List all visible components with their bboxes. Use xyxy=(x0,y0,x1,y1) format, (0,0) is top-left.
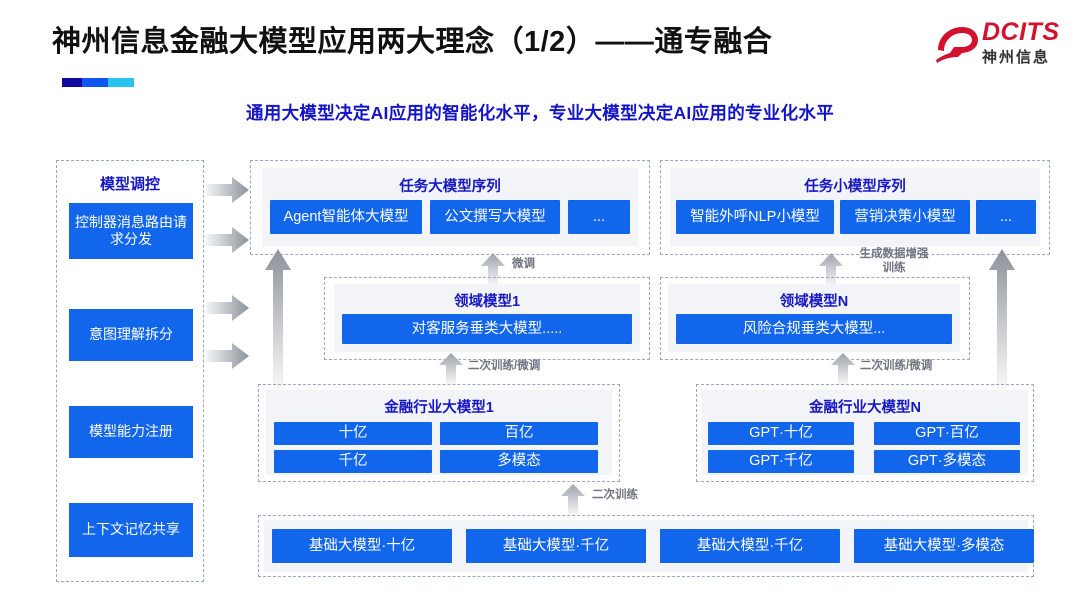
industry-layer-right-container xyxy=(696,384,1034,482)
task-model-outbound-nlp[interactable]: 智能外呼NLP小模型 xyxy=(676,200,834,234)
base-model-qianyi-1[interactable]: 基础大模型·千亿 xyxy=(466,529,646,563)
industry-layer-left-container xyxy=(258,384,620,482)
arrow-label-fine-tune: 微调 xyxy=(512,258,535,270)
page-subtitle: 通用大模型决定AI应用的智能化水平，专业大模型决定AI应用的专业化水平 xyxy=(246,103,834,123)
domain-model-customer-service[interactable]: 对客服务垂类大模型..... xyxy=(342,314,632,344)
task-layer-right-container xyxy=(660,160,1050,255)
logo-text-en: DCITS xyxy=(982,18,1060,46)
industry-left-scale-qianyi[interactable]: 千亿 xyxy=(274,450,432,473)
accent-bar-segment-1 xyxy=(62,78,83,87)
rail-arrow-1-icon xyxy=(206,177,249,203)
task-layer-left-title: 任务大模型序列 xyxy=(399,179,501,195)
task-model-more-right[interactable]: ... xyxy=(976,200,1036,234)
domain-layer-right-title: 领域模型N xyxy=(779,294,849,310)
arrow-fine-tune-icon xyxy=(481,253,505,286)
arrow-retrain-tune-left-icon xyxy=(439,353,463,384)
long-arrow-right-icon xyxy=(989,249,1015,392)
industry-right-scale-gpt-multimodal[interactable]: GPT·多模态 xyxy=(874,450,1020,473)
left-rail-container: 模型调控 控制器消息路由请求分发 意图理解拆分 模型能力注册 上下文记忆共享 xyxy=(56,160,204,582)
task-model-more[interactable]: ... xyxy=(568,200,630,234)
industry-left-scale-shiyi[interactable]: 十亿 xyxy=(274,422,432,445)
domain-layer-left-title: 领域模型1 xyxy=(453,294,521,310)
accent-bar-segment-2 xyxy=(82,78,109,87)
industry-layer-left-title: 金融行业大模型1 xyxy=(384,400,494,416)
rail-item-controller-dispatch[interactable]: 控制器消息路由请求分发 xyxy=(69,203,193,259)
arrow-label-data-aug-line2: 训练 xyxy=(882,262,906,274)
task-model-marketing-decision[interactable]: 营销决策小模型 xyxy=(840,200,970,234)
task-layer-left-container xyxy=(250,160,650,255)
industry-left-scale-multimodal[interactable]: 多模态 xyxy=(440,450,598,473)
company-logo: DCITS 神州信息 xyxy=(934,18,1066,76)
rail-item-capability-registry[interactable]: 模型能力注册 xyxy=(69,406,193,458)
task-model-agent[interactable]: Agent智能体大模型 xyxy=(270,200,422,234)
industry-right-scale-gpt-baiyi[interactable]: GPT·百亿 xyxy=(874,422,1020,445)
domain-model-risk-compliance[interactable]: 风险合规垂类大模型... xyxy=(676,314,952,344)
task-model-doc-writing[interactable]: 公文撰写大模型 xyxy=(430,200,560,234)
base-model-multimodal[interactable]: 基础大模型·多模态 xyxy=(854,529,1034,563)
page-title: 神州信息金融大模型应用两大理念（1/2）——通专融合 xyxy=(52,26,773,58)
logo-text-cn: 神州信息 xyxy=(982,49,1051,66)
accent-bar-segment-3 xyxy=(108,78,134,87)
industry-left-scale-baiyi[interactable]: 百亿 xyxy=(440,422,598,445)
industry-right-scale-gpt-qianyi[interactable]: GPT·千亿 xyxy=(708,450,854,473)
arrow-label-data-aug-line1: 生成数据增强 xyxy=(859,248,929,260)
domain-layer-left-container xyxy=(324,277,650,360)
rail-arrow-4-icon xyxy=(206,343,249,369)
task-layer-right-title: 任务小模型序列 xyxy=(804,179,906,195)
rail-item-intent-parsing[interactable]: 意图理解拆分 xyxy=(69,309,193,361)
arrow-label-retrain: 二次训练 xyxy=(592,489,638,501)
industry-layer-right-title: 金融行业大模型N xyxy=(809,400,921,416)
base-model-qianyi-2[interactable]: 基础大模型·千亿 xyxy=(660,529,840,563)
arrow-label-retrain-tune-right: 二次训练/微调 xyxy=(860,360,933,372)
long-arrow-left-icon xyxy=(265,249,291,392)
arrow-data-aug-icon xyxy=(819,253,843,286)
rail-arrow-3-icon xyxy=(206,295,249,321)
domain-layer-right-container xyxy=(660,277,970,360)
arrow-label-retrain-tune-left: 二次训练/微调 xyxy=(468,360,541,372)
base-model-shiyi[interactable]: 基础大模型·十亿 xyxy=(272,529,452,563)
left-rail-title: 模型调控 xyxy=(99,176,160,193)
arrow-retrain-tune-right-icon xyxy=(831,353,855,384)
arrow-retrain-icon xyxy=(561,484,585,515)
rail-item-context-memory[interactable]: 上下文记忆共享 xyxy=(69,503,193,557)
rail-arrow-2-icon xyxy=(206,227,249,253)
logo-text: DCITS 神州信息 xyxy=(982,20,1060,68)
dcits-mark-icon xyxy=(936,27,978,63)
accent-bar xyxy=(62,78,134,87)
industry-right-scale-gpt-shiyi[interactable]: GPT·十亿 xyxy=(708,422,854,445)
